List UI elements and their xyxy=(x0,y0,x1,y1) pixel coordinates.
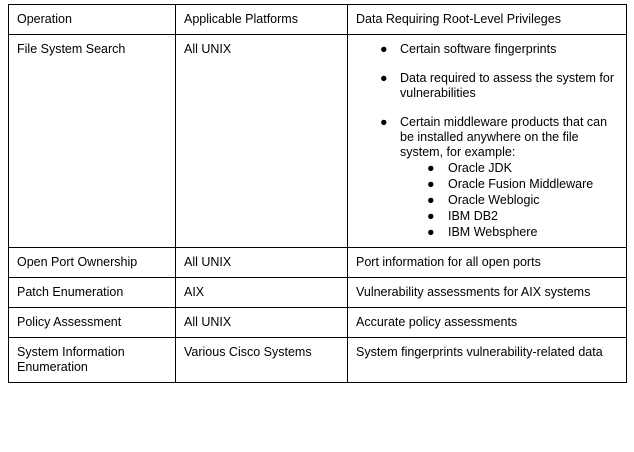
bullet-icon: ● xyxy=(380,71,388,85)
list-item: ● Certain software fingerprints xyxy=(356,42,618,57)
list-item-label: Oracle Weblogic xyxy=(448,193,540,207)
list-item-label: IBM Websphere xyxy=(448,225,538,239)
list-item-label: Certain middleware products that can be … xyxy=(400,115,608,159)
data-label: Accurate policy assessments xyxy=(356,315,518,329)
table-row: System Information Enumeration Various C… xyxy=(8,337,627,383)
cell-applicable-platforms: All UNIX xyxy=(175,34,348,248)
list-item: ● Oracle Weblogic xyxy=(400,192,618,208)
cell-operation: Patch Enumeration xyxy=(8,277,176,308)
operation-label: Patch Enumeration xyxy=(17,285,124,299)
table-row: Patch Enumeration AIX Vulnerability asse… xyxy=(8,277,627,308)
list-item: ● Oracle Fusion Middleware xyxy=(400,176,618,192)
cell-data-requiring-root-level-privileges: Accurate policy assessments xyxy=(347,307,627,338)
cell-operation: Open Port Ownership xyxy=(8,247,176,278)
list-item-label: Oracle JDK xyxy=(448,161,512,175)
column-header-data-requiring-root-level-privileges-label: Data Requiring Root-Level Privileges xyxy=(356,12,561,26)
column-header-data-requiring-root-level-privileges: Data Requiring Root-Level Privileges xyxy=(347,4,627,35)
list-item-label: Oracle Fusion Middleware xyxy=(448,177,594,191)
bullet-icon: ● xyxy=(427,193,435,207)
table-row: Open Port Ownership All UNIX Port inform… xyxy=(8,247,627,278)
column-header-applicable-platforms-label: Applicable Platforms xyxy=(184,12,298,26)
list-item: ● Certain middleware products that can b… xyxy=(356,115,618,240)
list-item-label: Certain software fingerprints xyxy=(400,42,557,56)
list-item: ● Data required to assess the system for… xyxy=(356,71,618,101)
cell-applicable-platforms: AIX xyxy=(175,277,348,308)
sub-bullet-list: ● Oracle JDK ● Oracle Fusion Middleware … xyxy=(400,160,618,240)
bullet-icon: ● xyxy=(427,209,435,223)
operation-label: System Information Enumeration xyxy=(17,345,125,374)
list-item-label: Data required to assess the system for v… xyxy=(400,71,614,100)
data-label: Vulnerability assessments for AIX system… xyxy=(356,285,591,299)
cell-data-requiring-root-level-privileges: Vulnerability assessments for AIX system… xyxy=(347,277,627,308)
cell-applicable-platforms: Various Cisco Systems xyxy=(175,337,348,383)
platforms-label: Various Cisco Systems xyxy=(184,345,312,359)
platforms-label: AIX xyxy=(184,285,205,299)
cell-data-requiring-root-level-privileges: System fingerprints vulnerability-relate… xyxy=(347,337,627,383)
cell-data-requiring-root-level-privileges: ● Certain software fingerprints ● Data r… xyxy=(347,34,627,248)
column-header-applicable-platforms: Applicable Platforms xyxy=(175,4,348,35)
list-item: ● Oracle JDK xyxy=(400,160,618,176)
cell-operation: File System Search xyxy=(8,34,176,248)
column-header-operation-label: Operation xyxy=(17,12,72,26)
bullet-icon: ● xyxy=(380,42,388,56)
bullet-icon: ● xyxy=(427,161,435,175)
data-label: Port information for all open ports xyxy=(356,255,541,269)
cell-applicable-platforms: All UNIX xyxy=(175,307,348,338)
root-level-privileges-table: Operation Applicable Platforms Data Requ… xyxy=(8,4,627,383)
table-row: File System Search All UNIX ● Certain so… xyxy=(8,34,627,248)
cell-operation: Policy Assessment xyxy=(8,307,176,338)
table-header-row: Operation Applicable Platforms Data Requ… xyxy=(8,4,627,35)
platforms-label: All UNIX xyxy=(184,315,232,329)
list-item-label: IBM DB2 xyxy=(448,209,499,223)
list-item: ● IBM Websphere xyxy=(400,224,618,240)
bullet-icon: ● xyxy=(380,115,388,129)
cell-data-requiring-root-level-privileges: Port information for all open ports xyxy=(347,247,627,278)
operation-label: Policy Assessment xyxy=(17,315,122,329)
operation-label: Open Port Ownership xyxy=(17,255,138,269)
cell-applicable-platforms: All UNIX xyxy=(175,247,348,278)
cell-operation: System Information Enumeration xyxy=(8,337,176,383)
bullet-list: ● Certain software fingerprints ● Data r… xyxy=(356,42,618,240)
bullet-icon: ● xyxy=(427,225,435,239)
platforms-label: All UNIX xyxy=(184,42,232,56)
operation-label: File System Search xyxy=(17,42,126,56)
column-header-operation: Operation xyxy=(8,4,176,35)
table-row: Policy Assessment All UNIX Accurate poli… xyxy=(8,307,627,338)
platforms-label: All UNIX xyxy=(184,255,232,269)
bullet-icon: ● xyxy=(427,177,435,191)
list-item: ● IBM DB2 xyxy=(400,208,618,224)
data-label: System fingerprints vulnerability-relate… xyxy=(356,345,603,359)
